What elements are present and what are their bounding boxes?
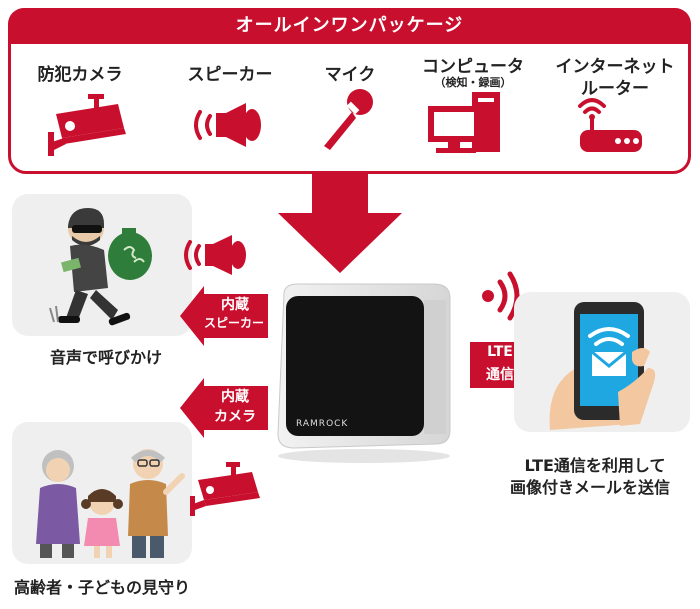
lte-arrow-label-2: 通信 xyxy=(486,367,514,383)
item-label-speaker: スピーカー xyxy=(187,65,273,85)
speaker-icon xyxy=(184,235,246,275)
down-arrow xyxy=(278,173,402,273)
package-title: オールインワンパッケージ xyxy=(235,15,464,36)
family-illustration xyxy=(36,449,185,558)
router-icon xyxy=(578,98,642,152)
camera-arrow-label-1: 内蔵 xyxy=(221,389,249,405)
package-banner xyxy=(8,8,691,44)
caption-intruder: 音声で呼びかけ xyxy=(50,348,163,367)
computer-icon xyxy=(428,92,500,153)
ramrock-device xyxy=(277,283,451,463)
camera-arrow xyxy=(180,378,268,438)
caption-phone-2: 画像付きメールを送信 xyxy=(509,478,670,497)
device-brand: RAMROCK xyxy=(296,419,349,429)
item-label-mic: マイク xyxy=(324,65,376,85)
phone-illustration xyxy=(549,302,656,430)
speaker-icon xyxy=(194,103,261,147)
speaker-arrow-label-1: 内蔵 xyxy=(221,297,249,313)
caption-family: 高齢者・子どもの見守り xyxy=(14,578,191,597)
microphone-icon xyxy=(324,89,373,150)
item-label-camera: 防犯カメラ xyxy=(37,65,123,85)
speaker-arrow xyxy=(180,286,268,346)
camera-arrow-label-2: カメラ xyxy=(214,409,256,425)
security-camera-icon xyxy=(190,462,260,516)
item-sub-router: ルーター xyxy=(581,79,649,99)
security-camera-icon xyxy=(48,94,126,156)
item-label-router: インターネット xyxy=(555,57,675,77)
lte-arrow-label-1: LTE xyxy=(487,344,513,360)
intruder-illustration xyxy=(49,208,152,326)
caption-phone-1: LTE通信を利用して xyxy=(524,456,666,475)
item-label-computer: コンピュータ xyxy=(422,57,524,77)
speaker-arrow-label-2: スピーカー xyxy=(203,316,264,330)
item-sub-computer: （検知・録画） xyxy=(434,76,512,89)
wireless-signal-icon xyxy=(482,271,520,321)
